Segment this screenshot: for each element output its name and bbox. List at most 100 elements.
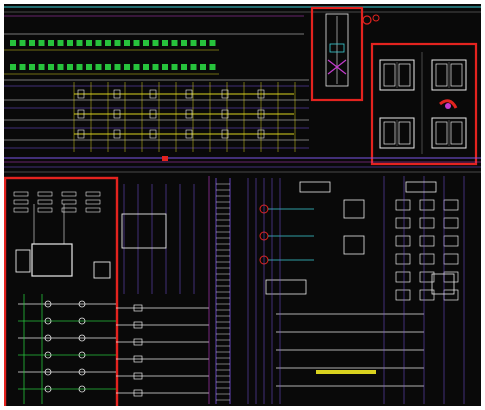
terminal-block bbox=[171, 64, 178, 70]
breaker-icon bbox=[221, 89, 229, 99]
breaker-icon bbox=[185, 89, 193, 99]
breaker-icon bbox=[44, 300, 52, 308]
cabinet-door bbox=[450, 63, 463, 87]
top-right-cabinet-group bbox=[370, 42, 478, 166]
terminal-block bbox=[200, 64, 206, 70]
lower-schematic-area bbox=[116, 176, 424, 404]
cabinet-door bbox=[383, 121, 396, 145]
breaker-icon bbox=[443, 217, 459, 229]
breaker-icon bbox=[44, 385, 52, 393]
cabinet-icons bbox=[379, 52, 467, 154]
terminal-block bbox=[143, 40, 149, 46]
upper-bus-lines bbox=[4, 79, 309, 149]
label-block bbox=[13, 207, 29, 213]
breaker-icon bbox=[113, 109, 121, 119]
terminal-block bbox=[105, 64, 111, 70]
terminal-block bbox=[143, 64, 149, 70]
terminal-block bbox=[209, 64, 216, 70]
breaker-icon bbox=[44, 368, 52, 376]
breaker-icon bbox=[257, 129, 265, 139]
breaker-icon bbox=[395, 217, 411, 229]
switchgear-icon bbox=[15, 249, 31, 273]
breaker-icon bbox=[77, 89, 85, 99]
breaker-icon bbox=[78, 300, 86, 308]
breaker-icon bbox=[395, 253, 411, 265]
terminal-block bbox=[86, 40, 92, 46]
terminal-block bbox=[133, 40, 140, 46]
breaker-icon bbox=[395, 289, 411, 301]
terminal-block bbox=[95, 64, 102, 70]
breaker-icon bbox=[185, 109, 193, 119]
cabinet-door bbox=[450, 121, 463, 145]
terminal-block bbox=[29, 40, 35, 46]
breaker-icon bbox=[78, 368, 86, 376]
label-block bbox=[13, 199, 29, 205]
cabinet-door bbox=[435, 63, 448, 87]
breaker-icon bbox=[221, 109, 229, 119]
label-block bbox=[85, 191, 101, 197]
breaker-icon bbox=[443, 289, 459, 301]
breaker-icon bbox=[443, 271, 459, 283]
breaker-icon bbox=[395, 235, 411, 247]
highlight-box-top-center bbox=[310, 6, 364, 102]
terminal-block bbox=[114, 64, 121, 70]
breaker-icon bbox=[133, 389, 143, 397]
terminal-block bbox=[48, 40, 54, 46]
cabinet-door bbox=[398, 63, 411, 87]
breaker-icon bbox=[221, 129, 229, 139]
left-panel-symbols bbox=[13, 191, 116, 404]
label-block bbox=[37, 199, 53, 205]
terminal-block bbox=[57, 40, 64, 46]
breaker-icon bbox=[443, 199, 459, 211]
breaker-icon bbox=[257, 109, 265, 119]
terminal-block bbox=[10, 64, 16, 70]
terminal-block bbox=[209, 40, 216, 46]
top-title-strip bbox=[4, 6, 481, 17]
label-block bbox=[405, 181, 437, 193]
cabinet-door bbox=[435, 121, 448, 145]
breaker-icon bbox=[44, 317, 52, 325]
highlight-box-top-right bbox=[370, 42, 478, 166]
breaker-icon bbox=[44, 334, 52, 342]
label-block bbox=[13, 191, 29, 197]
cabinet-door bbox=[398, 121, 411, 145]
label-block bbox=[61, 199, 77, 205]
device-icon bbox=[343, 235, 365, 255]
terminal-block bbox=[38, 64, 45, 70]
breaker-icon bbox=[78, 351, 86, 359]
terminal-block bbox=[181, 40, 187, 46]
switchgear-icon bbox=[31, 243, 73, 277]
terminal-block bbox=[76, 40, 83, 46]
label-block bbox=[37, 191, 53, 197]
breaker-icon bbox=[419, 271, 435, 283]
breaker-icon bbox=[419, 253, 435, 265]
device-icon bbox=[265, 279, 307, 295]
terminal-block bbox=[190, 40, 197, 46]
left-panel-group bbox=[4, 176, 119, 406]
breaker-icon bbox=[133, 372, 143, 380]
cabinet-icon bbox=[379, 117, 415, 149]
highlight-box-left bbox=[4, 176, 119, 406]
feeder-grid bbox=[73, 82, 296, 152]
terminal-block bbox=[67, 64, 73, 70]
highlight-bus-icon bbox=[316, 370, 376, 374]
breaker-icon bbox=[149, 129, 157, 139]
label-block bbox=[61, 191, 77, 197]
breaker-icon bbox=[133, 338, 143, 346]
breaker-icon bbox=[149, 89, 157, 99]
breaker-icon bbox=[395, 199, 411, 211]
terminal-block bbox=[152, 64, 159, 70]
terminal-block bbox=[200, 40, 206, 46]
terminal-block bbox=[10, 40, 16, 46]
terminal-block bbox=[162, 64, 168, 70]
cad-drawing-canvas[interactable] bbox=[4, 4, 481, 406]
label-block bbox=[61, 207, 77, 213]
terminal-block bbox=[124, 40, 130, 46]
cross-symbol-icon bbox=[327, 59, 347, 75]
breaker-icon bbox=[78, 334, 86, 342]
terminal-block bbox=[57, 64, 64, 70]
breaker-icon bbox=[443, 235, 459, 247]
breaker-icon bbox=[113, 129, 121, 139]
label-block bbox=[37, 207, 53, 213]
